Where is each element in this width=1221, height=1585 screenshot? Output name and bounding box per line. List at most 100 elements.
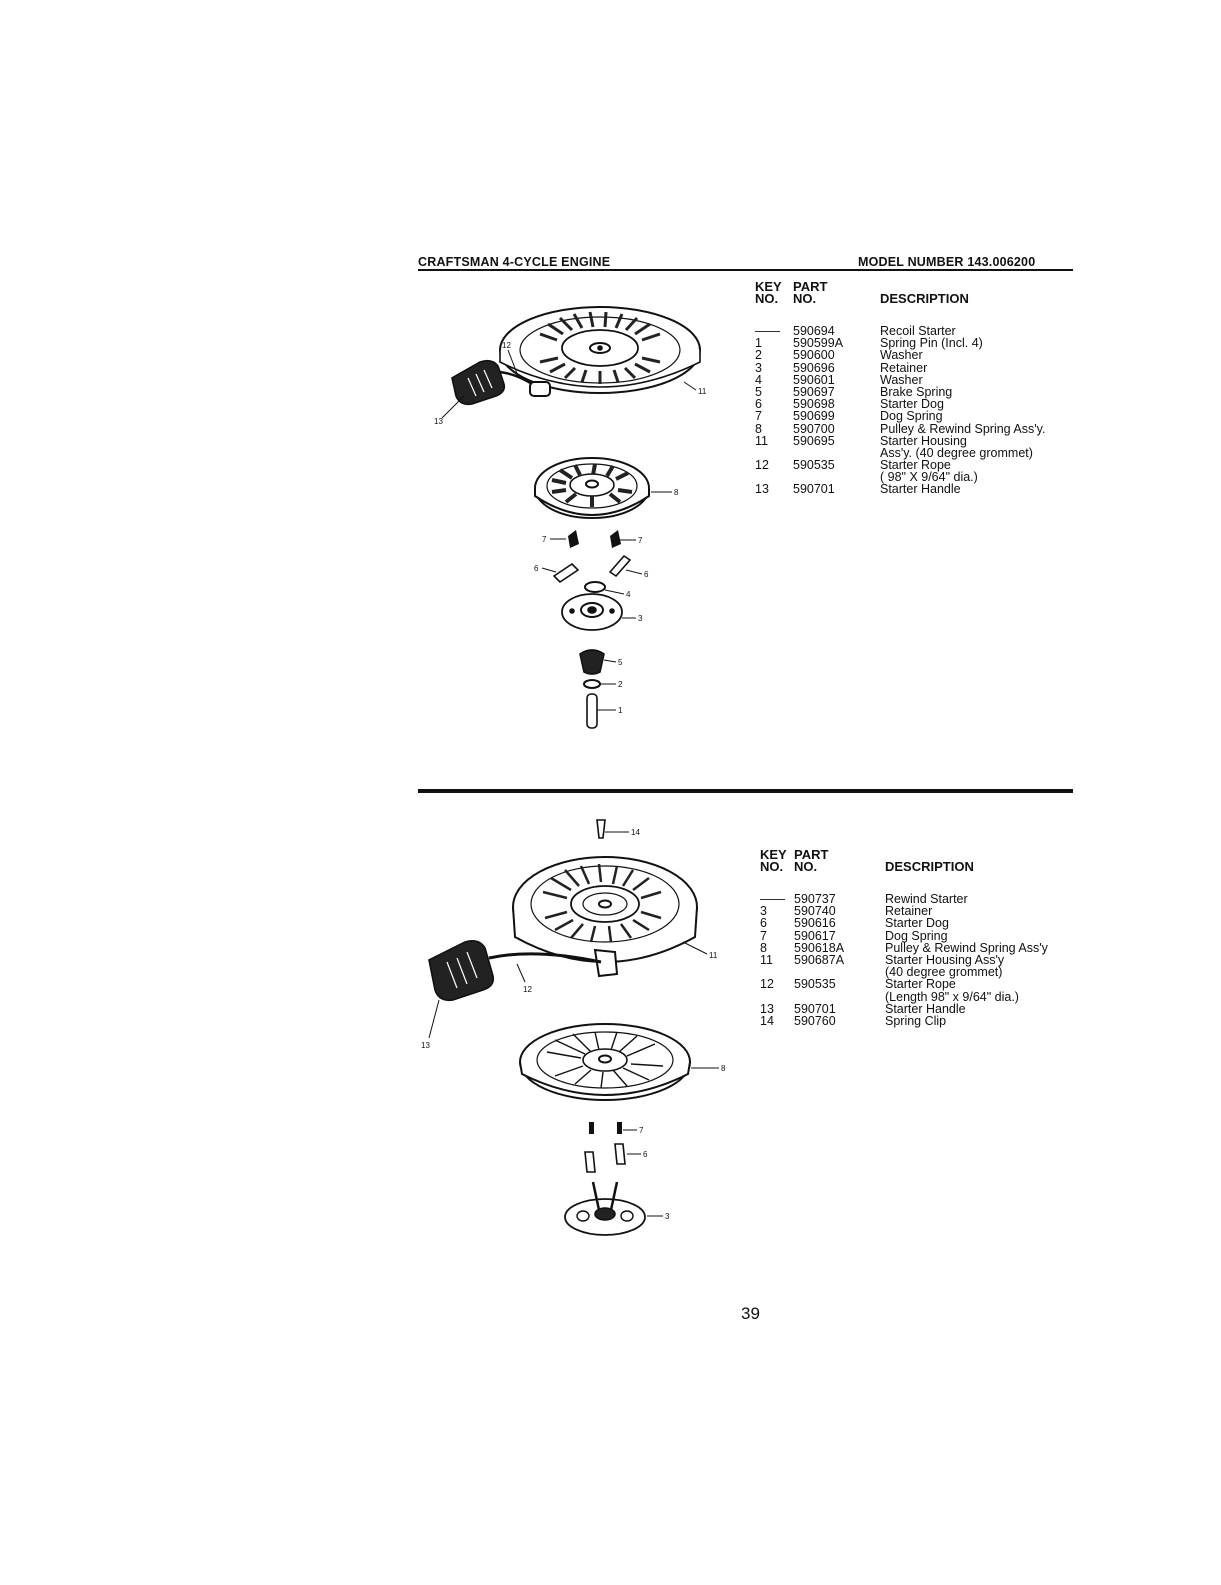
callout: 2 [618, 680, 623, 689]
key-number: 6 [755, 397, 762, 412]
col-desc-label: DESCRIPTION [885, 859, 974, 874]
rewind-pulley-part [519, 1023, 691, 1101]
part-description: Recoil Starter [880, 324, 956, 338]
recoil-starter-diagram: 12 13 11 8 7 7 6 6 4 3 5 2 1 [434, 306, 707, 729]
pulley-part [534, 457, 650, 519]
col-key-label: NO. [755, 291, 779, 306]
callout: 6 [644, 570, 649, 579]
starter-handle-part [451, 359, 533, 406]
part-description: Rewind Starter [885, 892, 968, 906]
rewind-starter-dog-part [584, 1143, 626, 1173]
part-number: 590687A [794, 952, 845, 967]
header-left: CRAFTSMAN 4-CYCLE ENGINE [418, 255, 611, 269]
key-number: 11 [755, 433, 768, 448]
callout: 12 [502, 341, 511, 350]
part-number: 590701 [793, 482, 835, 497]
col-part-label: PART [794, 847, 829, 862]
callout: 13 [421, 1041, 430, 1050]
rewind-starter-diagram: 14 11 12 13 8 7 6 3 [421, 819, 726, 1236]
part-number: 590694 [793, 324, 835, 338]
parts-list-recoil-starter: KEY NO. PART NO. DESCRIPTION —— 590694 Rec… [755, 279, 1085, 497]
parts-row: —— 590694 Recoil Starter [755, 324, 1085, 338]
key-number: 12 [760, 977, 774, 992]
parts-row: Ass'y. (40 degree grommet) [755, 445, 1085, 460]
part-number: 590695 [793, 433, 835, 448]
col-key-label: KEY [755, 279, 782, 294]
part-description: Ass'y. (40 degree grommet) [880, 445, 1033, 460]
parts-list-rewind-starter: KEY NO. PART NO. DESCRIPTION —— 590737 Rew… [760, 847, 1090, 1028]
part-description: Pulley & Rewind Spring Ass'y [885, 940, 1048, 955]
key-number: 8 [760, 940, 767, 955]
key-number: —— [755, 324, 780, 338]
parts-list-header: KEY NO. PART NO. DESCRIPTION [755, 279, 1085, 307]
starter-dog-part [552, 554, 632, 584]
parts-row: —— 590737 Rewind Starter [760, 892, 1090, 906]
callout: 8 [674, 488, 679, 497]
rewind-housing-part [512, 856, 698, 978]
callout: 5 [618, 658, 623, 667]
washer-part [584, 581, 606, 593]
key-number: —— [760, 892, 785, 906]
part-number: 590616 [794, 916, 836, 931]
part-description: Retainer [880, 360, 928, 375]
parts-row: 11 590695 Starter Housing [755, 433, 1085, 448]
key-number: 12 [755, 458, 769, 473]
key-number: 13 [755, 482, 769, 497]
part-number: 590700 [793, 421, 835, 436]
rewind-retainer-part [564, 1181, 646, 1236]
callout: 14 [631, 828, 640, 837]
part-description: Starter Rope [880, 458, 951, 473]
key-number: 4 [755, 372, 762, 387]
key-number: 7 [760, 928, 767, 943]
dog-spring-part [568, 530, 621, 548]
col-key-label: KEY [760, 847, 787, 862]
part-description: ( 98" X 9/64" dia.) [880, 470, 978, 485]
part-number: 590737 [794, 892, 836, 906]
part-description: (Length 98" x 9/64" dia.) [885, 989, 1019, 1004]
spring-clip-part [596, 819, 606, 839]
header-rule [418, 269, 1073, 271]
key-number: 6 [760, 916, 767, 931]
part-description: Starter Housing [880, 433, 967, 448]
rewind-handle-part [428, 940, 602, 1002]
part-number: 590760 [794, 1013, 836, 1028]
callout: 3 [665, 1212, 670, 1221]
callout: 7 [542, 535, 547, 544]
callout: 1 [618, 706, 623, 715]
key-number: 3 [760, 904, 767, 919]
part-description: (40 degree grommet) [885, 965, 1003, 980]
part-number: 590599A [793, 336, 844, 351]
col-part-label: PART [793, 279, 828, 294]
header-right: MODEL NUMBER 143.006200 [858, 255, 1036, 269]
callout: 8 [721, 1064, 726, 1073]
part-number: 590740 [794, 904, 836, 919]
parts-list-header: KEY NO. PART NO. DESCRIPTION [760, 847, 1090, 875]
part-description: Dog Spring [880, 409, 943, 424]
part-number: 590701 [794, 1001, 836, 1016]
col-key-label: NO. [760, 859, 784, 874]
part-number: 590601 [793, 372, 835, 387]
part-number: 590535 [793, 458, 835, 473]
callout: 11 [709, 951, 718, 960]
key-number: 2 [755, 348, 762, 363]
parts-row: 13 590701 Starter Handle [755, 482, 1085, 497]
key-number: 14 [760, 1013, 774, 1028]
callout: 3 [638, 614, 643, 623]
col-part-label: NO. [794, 859, 818, 874]
part-description: Spring Pin (Incl. 4) [880, 336, 983, 351]
part-description: Starter Handle [880, 482, 961, 497]
part-description: Starter Handle [885, 1001, 966, 1016]
callout: 6 [534, 564, 539, 573]
